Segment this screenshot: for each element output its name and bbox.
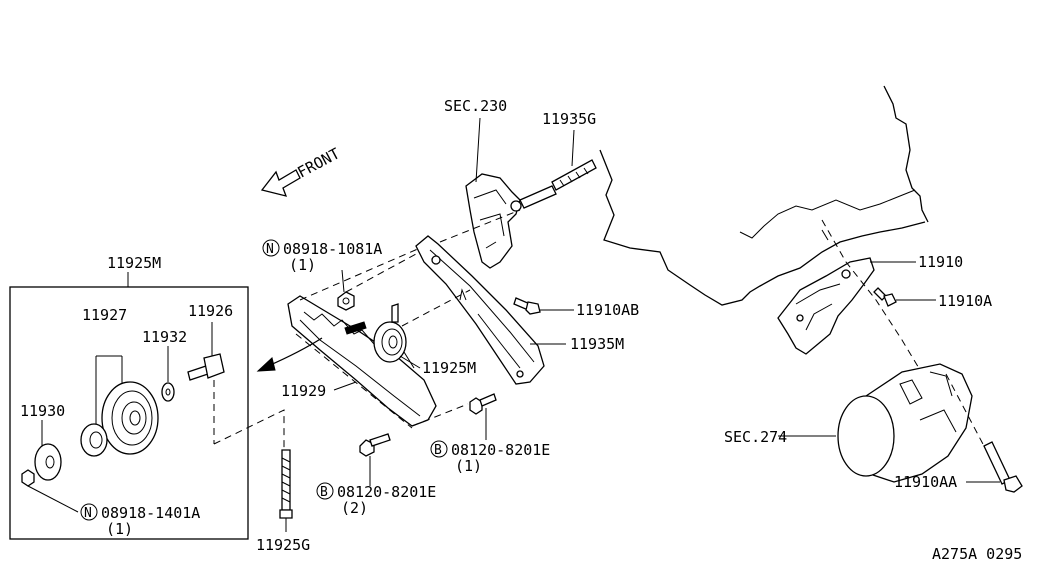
idler-bracket: [415, 235, 545, 385]
svg-text:N: N: [84, 506, 92, 521]
adjusting-plate: [287, 295, 437, 427]
label-08918-1401A: 08918-1401A: [101, 504, 200, 522]
label-11925G: 11925G: [256, 536, 310, 554]
svg-text:N: N: [266, 242, 274, 257]
label-11926: 11926: [188, 302, 233, 320]
label-08120-8201E-right-qty: (1): [455, 457, 482, 475]
label-11927: 11927: [82, 306, 127, 324]
label-08120-8201E-right: 08120-8201E: [451, 441, 550, 459]
label-11935M: 11935M: [570, 335, 624, 353]
label-11929: 11929: [281, 382, 326, 400]
svg-text:B: B: [320, 485, 328, 500]
idler-pulley: [344, 303, 407, 363]
label-08918-1081A: 08918-1081A: [283, 240, 382, 258]
label-11910: 11910: [918, 253, 963, 271]
bolt-11910AA: [983, 441, 1023, 493]
label-11910AA: 11910AA: [894, 473, 957, 491]
label-11910A: 11910A: [938, 292, 992, 310]
label-11910AB: 11910AB: [576, 301, 639, 319]
label-11930: 11930: [20, 402, 65, 420]
label-11932: 11932: [142, 328, 187, 346]
alignment-lines: [213, 209, 985, 450]
long-bolt-11925G: [279, 449, 293, 519]
marker-nut-1081A: N: [262, 239, 280, 257]
label-08120-8201E-left: 08120-8201E: [337, 483, 436, 501]
label-11925M-box: 11925M: [107, 254, 161, 272]
compressor-bracket: [777, 257, 875, 355]
marker-nut-1401A: N: [80, 503, 98, 521]
label-11935G: 11935G: [542, 110, 596, 128]
bolt-08120-8201E-left: [359, 433, 391, 457]
assembly-direction-arrow: [256, 337, 323, 372]
label-08918-1081A-qty: (1): [289, 256, 316, 274]
engine-block-outline: [599, 85, 929, 306]
label-08918-1401A-qty: (1): [106, 520, 133, 538]
alternator-bracket: [465, 159, 597, 269]
label-11925M-center: 11925M: [422, 359, 476, 377]
front-direction-arrow: FRONT: [260, 144, 343, 197]
label-sec274: SEC.274: [724, 428, 787, 446]
marker-bolt-right: B: [430, 440, 448, 458]
bolt-11910A: [873, 287, 897, 307]
marker-bolt-left: B: [316, 482, 334, 500]
bolt-11910AB: [513, 297, 541, 315]
leader-lines: [127, 117, 1000, 532]
bolt-08120-8201E-right: [469, 393, 497, 415]
front-label: FRONT: [294, 144, 342, 181]
label-sec230: SEC.230: [444, 97, 507, 115]
svg-text:B: B: [434, 443, 442, 458]
footer-code: A275A 0295: [932, 545, 1022, 563]
pulley-assembly-detail: [9, 286, 249, 540]
nut-08918-1081A: [337, 291, 355, 311]
ac-compressor: [837, 363, 973, 483]
label-08120-8201E-left-qty: (2): [341, 499, 368, 517]
